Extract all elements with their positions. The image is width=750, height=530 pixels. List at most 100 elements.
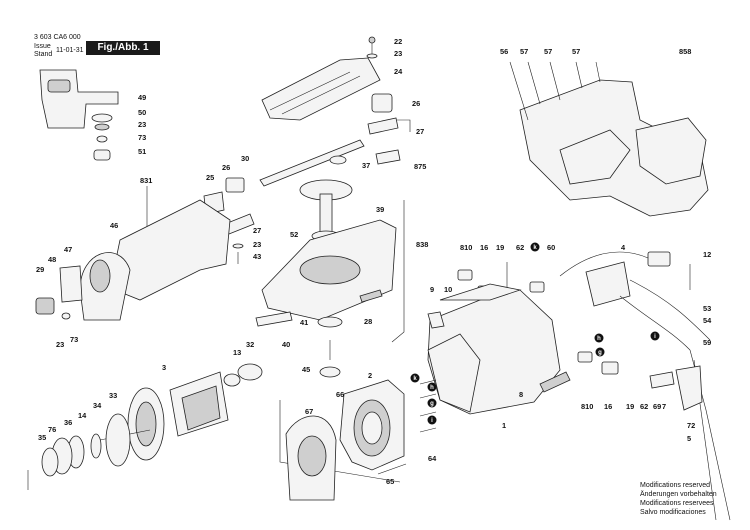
connector-badge-label-h1: h [430, 385, 434, 391]
handle-housing [509, 61, 709, 217]
field-stator [285, 379, 437, 501]
connector-badge-g2 [595, 347, 605, 357]
callout-p54: 54 [703, 316, 712, 325]
callout-p49: 49 [138, 93, 146, 102]
callout-p73a: 73 [138, 133, 146, 142]
callout-p60: 60 [547, 243, 555, 252]
callout-p45: 45 [302, 365, 310, 374]
note-es: Salvo modificaciones [640, 509, 706, 516]
callout-p3: 3 [162, 363, 166, 372]
callout-p13: 13 [233, 348, 241, 357]
callout-p26b: 26 [222, 163, 230, 172]
figure-label: Fig./Abb. 1 [86, 41, 160, 55]
callout-p43: 43 [253, 252, 261, 261]
callout-p52: 52 [290, 230, 298, 239]
callout-p41: 41 [300, 318, 308, 327]
callout-p7: 7 [662, 402, 666, 411]
stand-label: Stand [34, 51, 53, 58]
callout-p810b: 810 [581, 402, 593, 411]
callout-p4: 4 [621, 243, 626, 252]
callout-p67: 67 [305, 407, 313, 416]
callout-p57c: 57 [572, 47, 580, 56]
callout-p51: 51 [138, 147, 146, 156]
callout-p30: 30 [241, 154, 249, 163]
callout-p35: 35 [38, 433, 46, 442]
note-fr: Modifications reservees [640, 500, 714, 507]
callout-p9: 9 [430, 285, 434, 294]
doc-number: 3 603 CA6 000 [34, 34, 81, 41]
callout-p16b: 16 [604, 402, 612, 411]
connector-badge-i1 [427, 415, 437, 425]
callout-p72: 72 [687, 421, 695, 430]
callout-p40: 40 [282, 340, 290, 349]
callout-p1: 1 [502, 421, 506, 430]
callout-p27b: 27 [253, 226, 261, 235]
callout-p23c: 23 [253, 240, 261, 249]
bracket-frames [27, 119, 691, 490]
callout-p19b: 19 [626, 402, 634, 411]
callout-p875: 875 [414, 162, 426, 171]
callout-p858: 858 [679, 47, 691, 56]
upper-cover [261, 36, 381, 121]
callout-p810a: 810 [460, 243, 472, 252]
callout-p2: 2 [368, 371, 372, 380]
connector-badge-label-g1: g [430, 401, 434, 407]
connector-badge-label-h2: h [597, 336, 601, 342]
callout-p50: 50 [138, 108, 146, 117]
callout-p37: 37 [362, 161, 370, 170]
callout-p69: 69 [653, 402, 661, 411]
callout-p57b: 57 [544, 47, 552, 56]
connector-badge-label-i2: i [654, 334, 656, 340]
callout-p48: 48 [48, 255, 56, 264]
issue-date: 11-01-31 [56, 47, 84, 54]
connector-badge-label-g2: g [598, 350, 602, 356]
callout-p39: 39 [376, 205, 384, 214]
callout-p27a: 27 [416, 127, 424, 136]
connector-badge-h2 [594, 333, 604, 343]
callout-p76: 76 [48, 425, 56, 434]
connector-badge-label-k2: k [413, 376, 417, 382]
connector-badge-label-k1: k [533, 245, 537, 251]
armature [41, 363, 263, 477]
callout-p22: 22 [394, 37, 402, 46]
callout-p23d: 23 [56, 340, 64, 349]
callout-p838: 838 [416, 240, 428, 249]
callout-p64: 64 [428, 454, 437, 463]
callout-p24: 24 [394, 67, 403, 76]
callout-p59: 59 [703, 338, 711, 347]
callout-p33: 33 [109, 391, 117, 400]
callout-p14: 14 [78, 411, 87, 420]
callout-p8: 8 [519, 390, 523, 399]
motor-housing [427, 283, 571, 415]
note-en: Modifications reserved [640, 482, 711, 489]
callout-p32: 32 [246, 340, 254, 349]
issue-label: Issue [34, 43, 51, 50]
callout-p62a: 62 [516, 243, 524, 252]
connector-badge-g1 [427, 398, 437, 408]
callout-p831: 831 [140, 176, 152, 185]
connector-badge-h1 [427, 382, 437, 392]
callout-p73b: 73 [70, 335, 78, 344]
callout-p47: 47 [64, 245, 72, 254]
callout-p5: 5 [687, 434, 691, 443]
callout-p26a: 26 [412, 99, 420, 108]
callout-p66: 66 [336, 390, 344, 399]
callout-p34: 34 [93, 401, 102, 410]
callout-p12: 12 [703, 250, 711, 259]
callout-p57a: 57 [520, 47, 528, 56]
callout-p23a: 23 [394, 49, 402, 58]
callout-p23b: 23 [138, 120, 146, 129]
callout-p29: 29 [36, 265, 44, 274]
callout-p36: 36 [64, 418, 72, 427]
belt-clip-assembly [39, 69, 119, 161]
note-de: Änderungen vorbehalten [640, 491, 717, 498]
callout-p46: 46 [110, 221, 118, 230]
front-shoe [35, 199, 231, 321]
callout-p65: 65 [386, 477, 394, 486]
callout-p62b: 62 [640, 402, 648, 411]
connector-badge-k2 [410, 373, 420, 383]
